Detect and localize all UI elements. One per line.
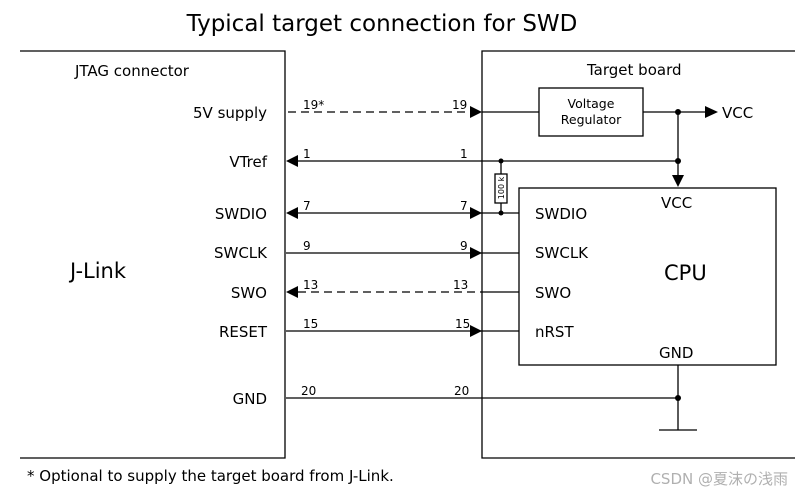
pin-swclk-target: 9 bbox=[460, 239, 468, 253]
pin-swclk-jlink: 9 bbox=[303, 239, 311, 253]
pin-swdio-jlink: 7 bbox=[303, 199, 311, 213]
pin-5v-supply-jlink: 19* bbox=[303, 98, 324, 112]
signal-gnd: GND bbox=[233, 390, 267, 408]
cpu-pin-swclk: SWCLK bbox=[535, 244, 589, 262]
arrow-swo bbox=[286, 286, 298, 298]
pullup-resistor-label: 100 k bbox=[497, 176, 506, 199]
cpu-pin-nrst: nRST bbox=[535, 323, 574, 341]
signal-swo: SWO bbox=[231, 284, 267, 302]
target-board-label: Target board bbox=[586, 61, 682, 79]
pin-gnd-target: 20 bbox=[454, 384, 469, 398]
signal-swdio: SWDIO bbox=[215, 205, 267, 223]
pin-swo-target: 13 bbox=[453, 278, 468, 292]
pin-swo-jlink: 13 bbox=[303, 278, 318, 292]
jlink-box bbox=[20, 50, 286, 459]
cpu-gnd-label: GND bbox=[659, 344, 693, 362]
cpu-pin-swo: SWO bbox=[535, 284, 571, 302]
arrow-5v-supply bbox=[470, 106, 482, 118]
pin-swdio-target: 7 bbox=[460, 199, 468, 213]
arrow-swdio-right bbox=[470, 207, 482, 219]
arrow-vtref bbox=[286, 155, 298, 167]
signal-swclk: SWCLK bbox=[214, 244, 268, 262]
arrow-swclk bbox=[470, 247, 482, 259]
jlink-name: J-Link bbox=[68, 259, 127, 283]
vcc-out-arrow bbox=[705, 106, 718, 118]
jtag-connector-label: JTAG connector bbox=[74, 62, 190, 80]
pin-reset-jlink: 15 bbox=[303, 317, 318, 331]
cpu-box bbox=[518, 187, 777, 366]
signal-reset: RESET bbox=[219, 323, 268, 341]
vcc-out-label: VCC bbox=[722, 104, 753, 122]
cpu-pin-swdio: SWDIO bbox=[535, 205, 587, 223]
target-board-box bbox=[481, 50, 795, 459]
arrow-swdio-left bbox=[286, 207, 298, 219]
diagram-title: Typical target connection for SWD bbox=[186, 11, 578, 37]
watermark: CSDN @夏沫の浅雨 bbox=[650, 470, 788, 488]
voltage-regulator-label-2: Regulator bbox=[561, 112, 622, 127]
pin-reset-target: 15 bbox=[455, 317, 470, 331]
footnote: * Optional to supply the target board fr… bbox=[27, 467, 394, 485]
signal-vtref: VTref bbox=[229, 153, 267, 171]
cpu-vcc-arrow bbox=[672, 175, 684, 187]
gnd-junction-dot bbox=[675, 395, 681, 401]
pin-vtref-target: 1 bbox=[460, 147, 468, 161]
cpu-name: CPU bbox=[664, 261, 707, 285]
voltage-regulator-label-1: Voltage bbox=[568, 96, 615, 111]
pin-vtref-jlink: 1 bbox=[303, 147, 311, 161]
pin-gnd-jlink: 20 bbox=[301, 384, 316, 398]
signal-5v-supply: 5V supply bbox=[193, 104, 267, 122]
cpu-vcc-label: VCC bbox=[661, 194, 692, 212]
pin-5v-supply-target: 19 bbox=[452, 98, 467, 112]
arrow-reset bbox=[470, 325, 482, 337]
